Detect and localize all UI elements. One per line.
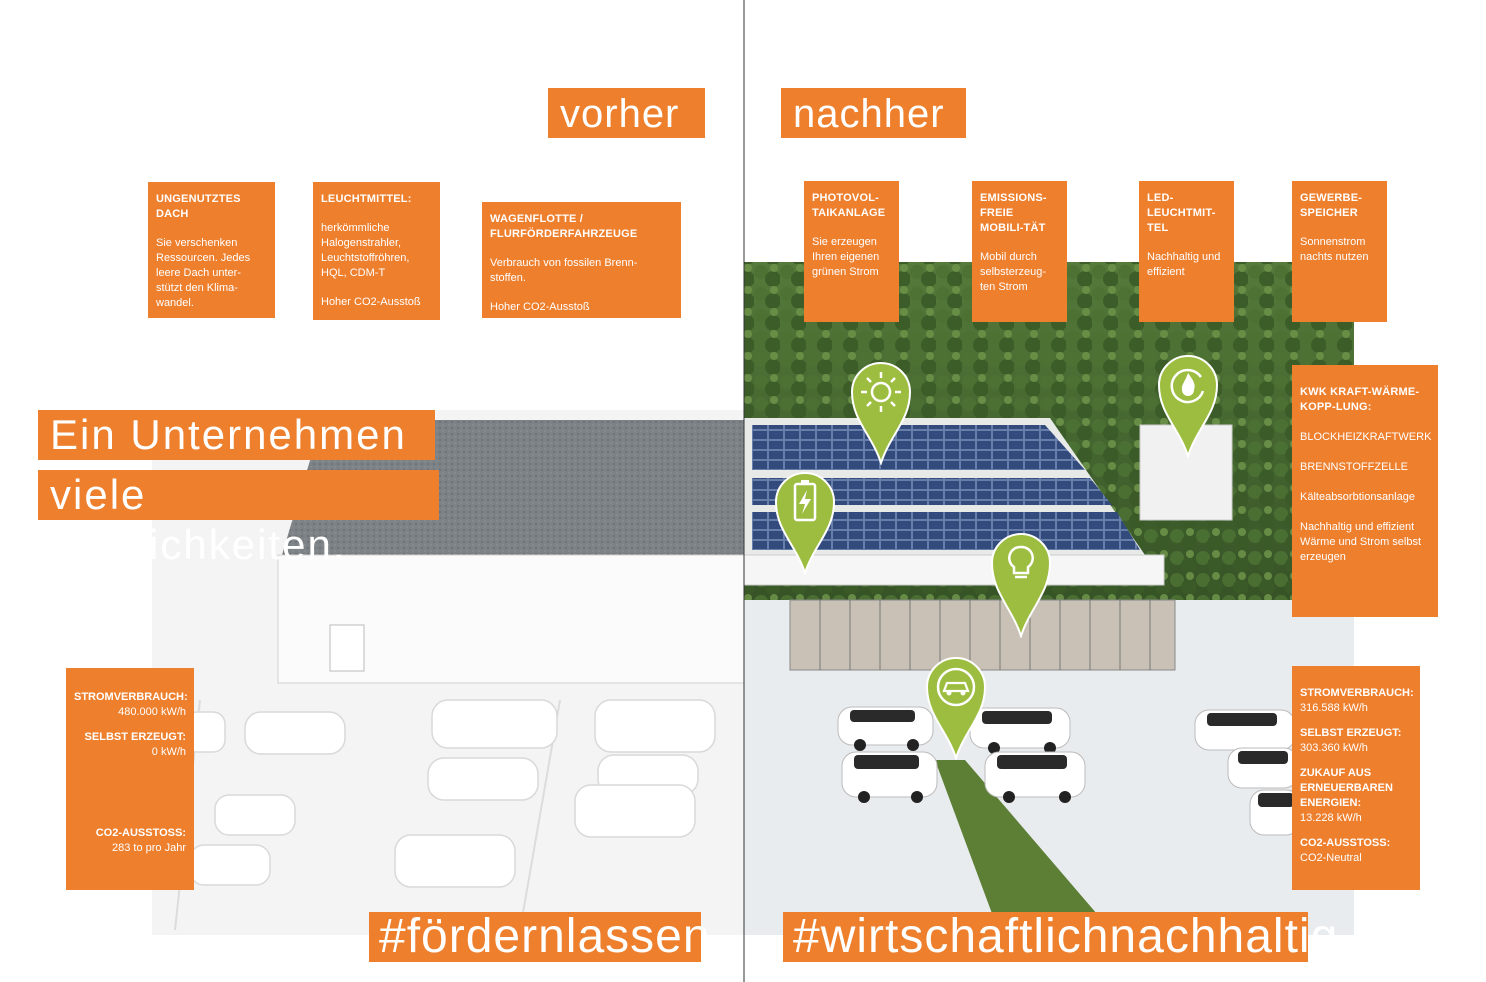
after-box-pv: PHOTOVOL-TAIKANLAGE Sie erzeugen Ihren e…: [804, 181, 899, 322]
stats-before-consumption-value: 480.000 kW/h: [118, 706, 186, 718]
stats-before-self-value: 0 kW/h: [151, 746, 186, 758]
stats-after-self-label: SELBST ERZEUGT:: [1300, 727, 1402, 739]
stats-before: STROMVERBRAUCH: 480.000 kW/h SELBST ERZE…: [66, 668, 194, 890]
stats-after-purchase-label: ZUKAUF AUS ERNEUERBAREN ENERGIEN:: [1300, 767, 1393, 809]
before-box-lighting-text: herkömmliche Halogenstrahler, Leuchtstof…: [321, 222, 410, 279]
headline-line1: Ein Unternehmen -: [38, 410, 435, 508]
header-after: nachher: [781, 88, 966, 138]
before-box-roof: UNGENUTZTES DACH Sie verschenken Ressour…: [148, 182, 275, 318]
after-box-mobility-title: EMISSIONS-FREIE MOBILI-TÄT: [980, 192, 1047, 234]
headline-line2: viele Möglichkeiten.: [38, 470, 439, 568]
stats-before-co2-label: CO2-AUSSTOSS:: [95, 827, 186, 839]
after-box-storage: GEWERBE-SPEICHER Sonnenstrom nachts nutz…: [1292, 181, 1387, 322]
stats-after-consumption-value: 316.588 kW/h: [1300, 702, 1368, 714]
kwk-title: KWK KRAFT-WÄRME-KOPP-LUNG:: [1300, 386, 1420, 413]
before-box-lighting-title: LEUCHTMITTEL:: [321, 193, 412, 205]
hashtag-left: #fördernlassen: [369, 912, 710, 962]
after-box-storage-title: GEWERBE-SPEICHER: [1300, 192, 1363, 219]
after-box-led-title: LED-LEUCHTMIT-TEL: [1147, 192, 1216, 234]
flame-icon: [1157, 355, 1219, 458]
kwk-item-chp: BLOCKHEIZKRAFTWERK: [1300, 431, 1432, 443]
stats-after-co2-value: CO2-Neutral: [1300, 852, 1362, 864]
before-box-fleet-title: WAGENFLOTTE / FLURFÖRDERFAHRZEUGE: [490, 213, 638, 240]
stats-after-purchase-value: 13.228 kW/h: [1300, 812, 1362, 824]
stats-before-co2-value: 283 to pro Jahr: [112, 842, 186, 854]
stats-after-self-value: 303.360 kW/h: [1300, 742, 1368, 754]
before-box-roof-text: Sie verschenken Ressourcen. Jedes leere …: [156, 237, 251, 309]
hashtag-right: #wirtschaftlichnachhaltig: [783, 912, 1337, 962]
before-box-roof-title: UNGENUTZTES DACH: [156, 193, 241, 220]
stats-after-consumption-label: STROMVERBRAUCH:: [1300, 687, 1414, 699]
stats-before-self-label: SELBST ERZEUGT:: [84, 731, 186, 743]
kwk-box: KWK KRAFT-WÄRME-KOPP-LUNG: BLOCKHEIZKRAF…: [1292, 365, 1438, 617]
stats-after: STROMVERBRAUCH: 316.588 kW/h SELBST ERZE…: [1292, 666, 1420, 890]
before-box-fleet-text: Verbrauch von fossilen Brenn-stoffen.: [490, 257, 638, 284]
bulb-icon: [990, 533, 1052, 638]
ecar-icon: [925, 657, 987, 760]
after-box-pv-text: Sie erzeugen Ihren eigenen grünen Strom: [812, 236, 880, 278]
stats-before-consumption-label: STROMVERBRAUCH:: [74, 691, 188, 703]
after-box-pv-title: PHOTOVOL-TAIKANLAGE: [812, 192, 886, 219]
stats-after-co2-label: CO2-AUSSTOSS:: [1300, 837, 1391, 849]
before-box-lighting-text2: Hoher CO2-Ausstoß: [321, 296, 421, 308]
kwk-item-summary: Nachhaltig und effizient Wärme und Strom…: [1300, 521, 1422, 563]
after-box-led-text: Nachhaltig und effizient: [1147, 251, 1221, 278]
sun-icon: [850, 362, 912, 465]
after-box-mobility-text: Mobil durch selbsterzeug-ten Strom: [980, 251, 1047, 293]
after-box-storage-text: Sonnenstrom nachts nutzen: [1300, 236, 1369, 263]
header-before: vorher: [548, 88, 705, 138]
kwk-item-fuelcell: BRENNSTOFFZELLE: [1300, 461, 1408, 473]
kwk-item-absorption: Kälteabsorbtionsanlage: [1300, 491, 1415, 503]
before-box-fleet-text2: Hoher CO2-Ausstoß: [490, 301, 590, 313]
before-box-fleet: WAGENFLOTTE / FLURFÖRDERFAHRZEUGE Verbra…: [482, 202, 681, 318]
before-box-lighting: LEUCHTMITTEL: herkömmliche Halogenstrahl…: [313, 182, 440, 320]
after-box-mobility: EMISSIONS-FREIE MOBILI-TÄT Mobil durch s…: [972, 181, 1067, 322]
after-box-led: LED-LEUCHTMIT-TEL Nachhaltig und effizie…: [1139, 181, 1234, 322]
battery-icon: [774, 472, 836, 575]
